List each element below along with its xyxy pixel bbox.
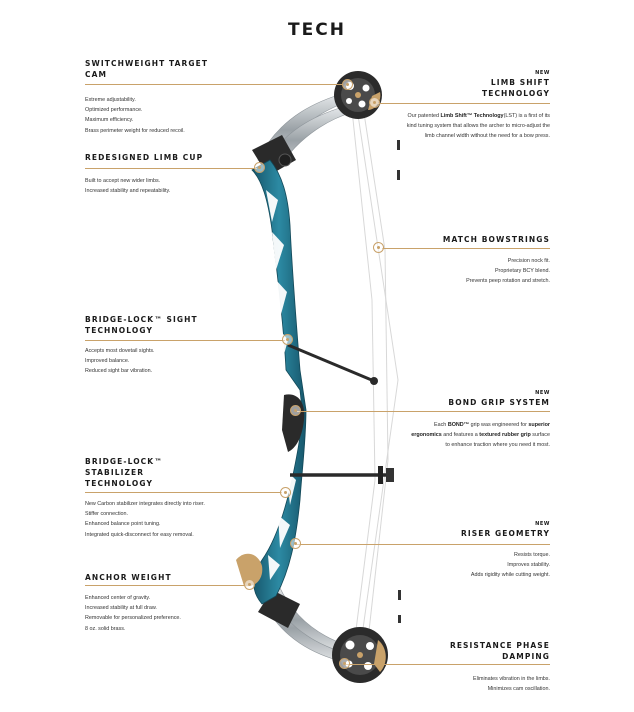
feature-heading: ANCHOR WEIGHT bbox=[85, 573, 172, 582]
leader-line-stabilizer bbox=[85, 492, 282, 493]
bowstrings bbox=[351, 94, 399, 651]
leader-line-limb-shift bbox=[376, 103, 550, 104]
feature-heading: BRIDGE-LOCK™ STABILIZER TECHNOLOGY bbox=[85, 457, 163, 488]
feature-body: Eliminates vibration in the limbs. Minim… bbox=[473, 676, 550, 693]
feature-limb-shift: NEW LIMB SHIFT TECHNOLOGY Our patented L… bbox=[400, 70, 550, 142]
page-title: TECH bbox=[288, 20, 346, 40]
feature-body: Extreme adjustability. Optimized perform… bbox=[85, 97, 185, 134]
feature-bond-grip: NEW BOND GRIP SYSTEM Each BOND™ grip was… bbox=[410, 390, 550, 451]
leader-line-limb-cup bbox=[85, 168, 257, 169]
leader-line-grip bbox=[297, 411, 550, 412]
bottom-cam bbox=[332, 627, 388, 683]
callout-dot-riser bbox=[290, 538, 301, 549]
feature-bridge-lock-stabilizer: BRIDGE-LOCK™ STABILIZER TECHNOLOGY New C… bbox=[85, 456, 235, 540]
callout-dot-limb-shift bbox=[369, 97, 380, 108]
feature-riser-geometry: NEW RISER GEOMETRY Resists torque. Impro… bbox=[400, 521, 550, 581]
feature-switchweight-cam: SWITCHWEIGHT TARGET CAM Extreme adjustab… bbox=[85, 58, 235, 136]
feature-body: Our patented Limb Shift™ Technology(LST)… bbox=[406, 113, 550, 140]
feature-body: Built to accept new wider limbs. Increas… bbox=[85, 178, 171, 195]
sight-bar bbox=[287, 343, 378, 385]
feature-heading: SWITCHWEIGHT TARGET CAM bbox=[85, 59, 209, 79]
feature-limb-cup: REDESIGNED LIMB CUP Built to accept new … bbox=[85, 152, 235, 196]
feature-bridge-lock-sight: BRIDGE-LOCK™ SIGHT TECHNOLOGY Accepts mo… bbox=[85, 314, 235, 377]
leader-line-anchor bbox=[85, 585, 248, 586]
top-cam bbox=[334, 71, 382, 119]
callout-dot-bowstrings bbox=[373, 242, 384, 253]
new-badge: NEW bbox=[535, 521, 550, 527]
feature-heading: REDESIGNED LIMB CUP bbox=[85, 153, 204, 162]
feature-heading: BRIDGE-LOCK™ SIGHT TECHNOLOGY bbox=[85, 315, 198, 335]
leader-line-damping bbox=[344, 664, 550, 665]
feature-heading: MATCH BOWSTRINGS bbox=[442, 235, 550, 244]
new-badge: NEW bbox=[535, 70, 550, 76]
feature-heading: RESISTANCE PHASE DAMPING bbox=[449, 641, 550, 661]
leader-line-riser bbox=[296, 544, 550, 545]
leader-line-bowstrings bbox=[382, 248, 550, 249]
feature-body: Accepts most dovetail sights. Improved b… bbox=[85, 348, 155, 375]
stabilizer bbox=[290, 466, 394, 484]
callout-dot-damping bbox=[339, 658, 350, 669]
leader-line-sight bbox=[85, 340, 285, 341]
cable-slides bbox=[397, 140, 401, 623]
callout-dot-anchor bbox=[244, 579, 255, 590]
feature-body: Resists torque. Improves stability. Adds… bbox=[470, 552, 550, 579]
leader-line-cam bbox=[85, 84, 343, 85]
feature-resistance-phase-damping: RESISTANCE PHASE DAMPING Eliminates vibr… bbox=[400, 640, 550, 694]
callout-dot-sight bbox=[282, 334, 293, 345]
feature-heading: LIMB SHIFT TECHNOLOGY bbox=[482, 78, 550, 98]
feature-anchor-weight: ANCHOR WEIGHT Enhanced center of gravity… bbox=[85, 572, 235, 634]
feature-match-bowstrings: MATCH BOWSTRINGS Precision nock fit. Pro… bbox=[400, 234, 550, 287]
feature-heading: BOND GRIP SYSTEM bbox=[448, 398, 550, 407]
new-badge: NEW bbox=[535, 390, 550, 396]
callout-dot-cam bbox=[342, 79, 353, 90]
callout-dot-stabilizer bbox=[280, 487, 291, 498]
feature-body: New Carbon stabilizer integrates directl… bbox=[85, 501, 205, 538]
feature-body: Each BOND™ grip was engineered for super… bbox=[411, 422, 550, 449]
callout-dot-limb-cup bbox=[254, 162, 265, 173]
feature-body: Precision nock fit. Proprietary BCY blen… bbox=[466, 258, 550, 285]
callout-dot-grip bbox=[290, 405, 301, 416]
feature-body: Enhanced center of gravity. Increased st… bbox=[85, 595, 181, 632]
feature-heading: RISER GEOMETRY bbox=[460, 529, 550, 538]
